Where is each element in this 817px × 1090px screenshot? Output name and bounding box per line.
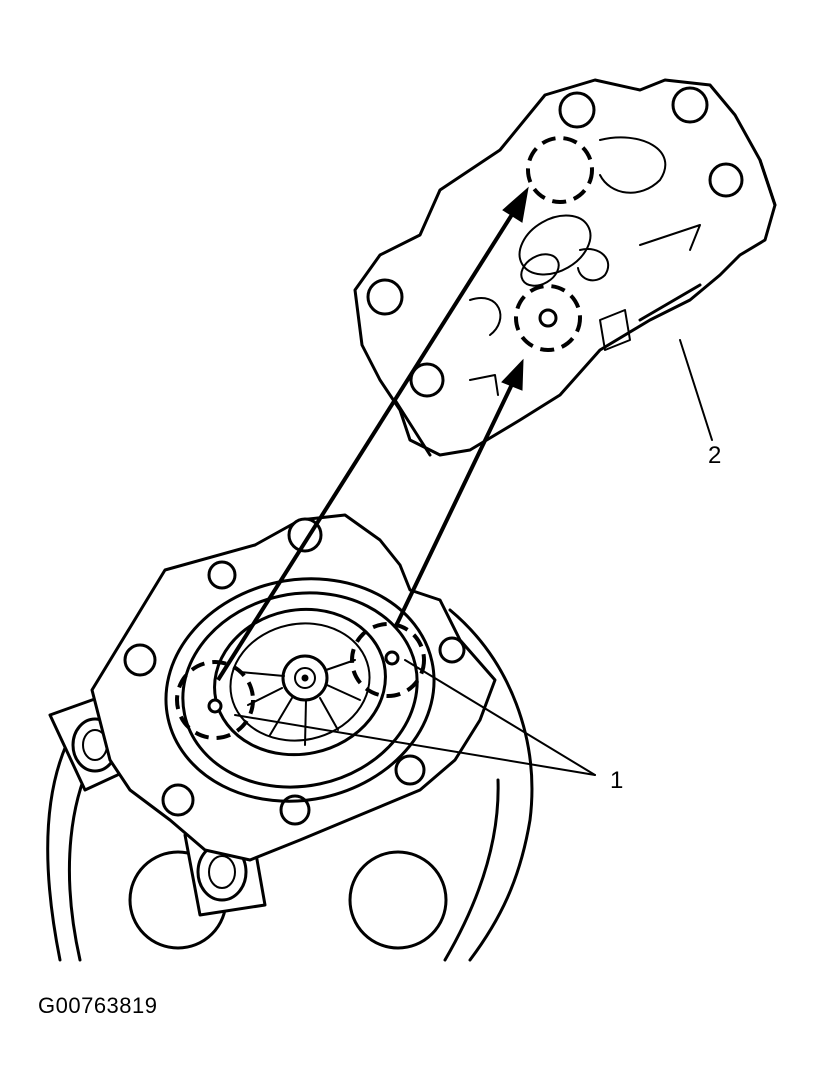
pump-body bbox=[46, 513, 534, 962]
arrow-right-to-lower bbox=[393, 377, 517, 629]
cover-recess-lower bbox=[514, 284, 582, 352]
leader-1-right bbox=[404, 659, 596, 776]
callout-2: 2 bbox=[708, 442, 721, 469]
leader-2 bbox=[679, 339, 713, 441]
figure-id: G00763819 bbox=[38, 993, 158, 1018]
leader-lines bbox=[234, 339, 713, 776]
arrow-left-to-upper bbox=[216, 203, 520, 682]
callout-1: 1 bbox=[610, 767, 623, 794]
dowel-locator-left bbox=[175, 660, 255, 740]
dowel-locator-right bbox=[350, 622, 426, 698]
cover-plate bbox=[353, 78, 777, 457]
assembly-arrows bbox=[216, 186, 529, 682]
arrow-head-upper bbox=[502, 186, 529, 223]
arrow-head-lower bbox=[501, 358, 524, 391]
cover-recess-upper bbox=[526, 136, 594, 204]
leader-1-left bbox=[234, 714, 596, 776]
